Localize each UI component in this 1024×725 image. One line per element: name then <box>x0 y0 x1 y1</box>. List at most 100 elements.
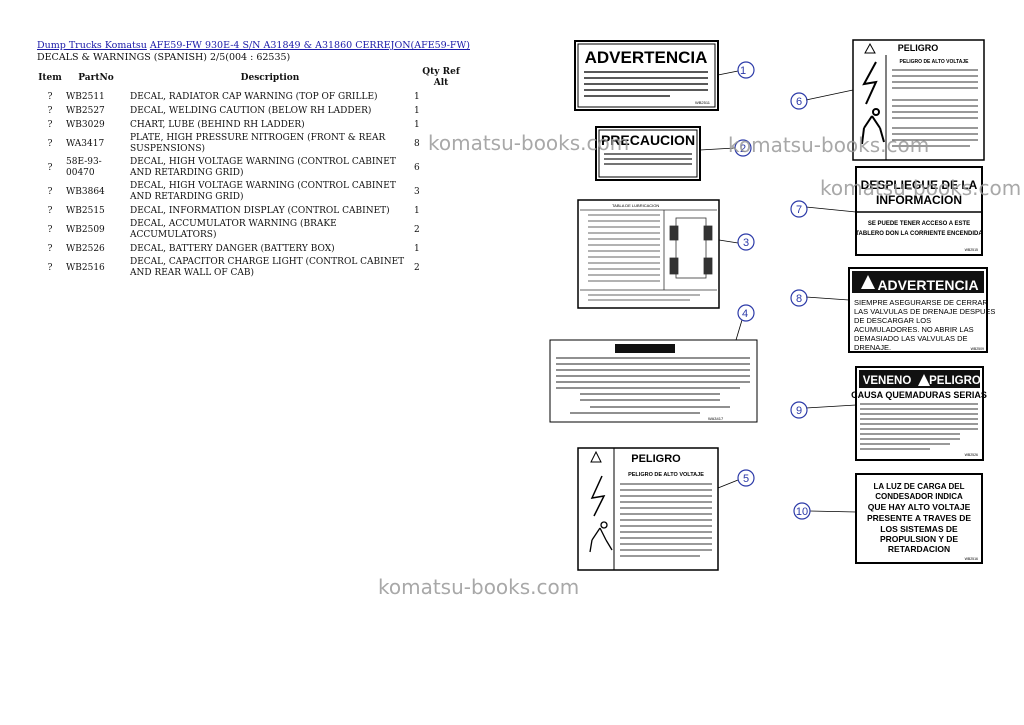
decal4-code: WA3417 <box>708 416 724 421</box>
parts-table: Item PartNo Description Qty Ref Alt ?WB2… <box>36 66 470 280</box>
row-qty: 1 <box>414 243 420 254</box>
decal-radiator-warning <box>574 40 719 111</box>
row-description: DECAL, HIGH VOLTAGE WARNING (CONTROL CAB… <box>130 181 396 202</box>
callout-6 <box>790 92 808 110</box>
decal10-line2: CONDESADOR INDICA <box>875 492 963 501</box>
callout-10-label: 10 <box>796 506 808 518</box>
breadcrumb-link-category[interactable]: Dump Trucks Komatsu <box>37 40 147 51</box>
decal8-code: WB2509 <box>971 347 984 351</box>
decal-lube-chart <box>577 199 720 309</box>
decal8-body1: SIEMPRE ASEGURARSE DE CERRAR <box>854 298 988 307</box>
callout-5-label: 5 <box>743 473 749 485</box>
decal4-header-bar <box>615 344 675 353</box>
page-subtitle: DECALS & WARNINGS (SPANISH) 2/5(004 : 62… <box>37 52 291 63</box>
row-description: DECAL, WELDING CAUTION (BELOW RH LADDER) <box>130 105 372 116</box>
table-row: ? WB2509 DECAL, ACCUMULATOR WARNING (BRAKE… <box>36 218 470 242</box>
decal-battery-danger <box>855 366 984 461</box>
decal7-body1: SE PUEDE TENER ACCESO A ESTE <box>868 221 970 227</box>
table-row: ? WB2516 DECAL, CAPACITOR CHARGE LIGHT (CO… <box>36 256 470 280</box>
decal10-line1: LA LUZ DE CARGA DEL <box>874 482 965 491</box>
decal7-body2: TABLERO DON LA CORRIENTE ENCENDIDA <box>855 231 983 237</box>
row-qty: 1 <box>414 119 420 130</box>
row-partno: WB2516 <box>66 262 105 273</box>
callout-2 <box>734 139 752 157</box>
table-row: ? WB3029 CHART, LUBE (BEHIND RH LADDER) 1 <box>36 118 470 132</box>
decal6-subtitle: PELIGRO DE ALTO VOLTAJE <box>900 59 970 65</box>
row-qty: 3 <box>414 186 420 197</box>
row-qty: 1 <box>414 105 420 116</box>
row-partno: WB2511 <box>66 91 105 102</box>
row-partno: WB2515 <box>66 205 105 216</box>
row-partno: WB3864 <box>66 186 105 197</box>
table-header-row: Item PartNo Description Qty Ref Alt <box>36 66 470 90</box>
decal-high-voltage-1 <box>577 447 719 571</box>
decal6-person-icon <box>861 108 885 145</box>
decal5-subtitle: PELIGRO DE ALTO VOLTAJE <box>628 472 704 478</box>
decal2-title: PRECAUCION <box>601 132 695 148</box>
decal10-line3: QUE HAY ALTO VOLTAJE <box>868 502 971 512</box>
row-item: ? <box>47 138 53 149</box>
row-partno: WB2509 <box>66 224 105 235</box>
row-description: CHART, LUBE (BEHIND RH LADDER) <box>130 119 305 130</box>
table-row: ? WB3864 DECAL, HIGH VOLTAGE WARNING (CONT… <box>36 180 470 204</box>
row-partno: WA3417 <box>66 138 105 149</box>
row-description: DECAL, HIGH VOLTAGE WARNING (CONTROL CAB… <box>130 157 396 178</box>
decal5-warning-icon <box>590 450 602 463</box>
table-row: ? WB2526 DECAL, BATTERY DANGER (BATTERY BO… <box>36 242 470 256</box>
row-item: ? <box>47 262 53 273</box>
row-description: DECAL, CAPACITOR CHARGE LIGHT (CONTROL C… <box>130 257 405 278</box>
row-partno: WB3029 <box>66 119 105 130</box>
table-row: ? WB2527 DECAL, WELDING CAUTION (BELOW RH … <box>36 104 470 118</box>
watermark: komatsu-books.com <box>728 133 930 157</box>
decal10-code: WB2516 <box>965 557 978 561</box>
decal-welding-caution <box>595 126 701 181</box>
row-qty: 1 <box>414 91 420 102</box>
row-qty: 2 <box>414 262 420 273</box>
row-item: ? <box>47 105 53 116</box>
callout-7 <box>790 200 808 218</box>
decal7-line2: INFORMACION <box>876 193 962 207</box>
row-description: PLATE, HIGH PRESSURE NITROGEN (FRONT & R… <box>130 133 386 154</box>
breadcrumb-link-model[interactable]: AFE59-FW 930E-4 S/N A31849 & A31860 CERR… <box>149 40 470 51</box>
row-partno: WB2527 <box>66 105 105 116</box>
header-qty-ref-alt: Qty Ref Alt <box>422 67 460 88</box>
row-item: ? <box>47 186 53 197</box>
decal8-body4: ACUMULADORES. NO ABRIR LAS <box>854 325 974 334</box>
watermark: komatsu-books.com <box>820 176 1022 200</box>
decal6-warning-icon <box>864 42 876 54</box>
decal9-warning-icon <box>918 374 930 386</box>
row-description: DECAL, BATTERY DANGER (BATTERY BOX) <box>130 243 335 254</box>
watermark: komatsu-books.com <box>378 575 580 599</box>
table-row: ? WA3417 PLATE, HIGH PRESSURE NITROGEN (FR… <box>36 132 470 156</box>
decal1-title: ADVERTENCIA <box>585 48 708 67</box>
watermark: komatsu-books.com <box>428 131 630 155</box>
row-qty: 6 <box>414 162 420 173</box>
decal7-line1: DESPLIEGUE DE LA <box>861 178 978 192</box>
decal5-title: PELIGRO <box>631 453 681 465</box>
callout-1-label: 1 <box>740 65 746 77</box>
decal9-right: PELIGRO <box>929 375 981 387</box>
row-partno: WB2526 <box>66 243 105 254</box>
row-partno: 58E-93-00470 <box>66 157 102 178</box>
callout-2-label: 2 <box>740 143 746 155</box>
callout-9-label: 9 <box>796 405 802 417</box>
decal8-header-bar <box>852 271 984 293</box>
row-item: ? <box>47 224 53 235</box>
row-qty: 2 <box>414 224 420 235</box>
decal8-body6: DRENAJE. <box>854 343 891 352</box>
decal5-lightning-icon <box>590 475 606 517</box>
row-description: DECAL, ACCUMULATOR WARNING (BRAKE ACCUMU… <box>130 219 337 240</box>
decal-accumulator-warning <box>848 267 988 353</box>
decal5-person-icon <box>589 521 613 553</box>
callout-8-label: 8 <box>796 293 802 305</box>
decal6-title: PELIGRO <box>898 43 939 53</box>
row-item: ? <box>47 243 53 254</box>
callout-4-label: 4 <box>742 308 748 320</box>
row-item: ? <box>47 119 53 130</box>
row-item: ? <box>47 205 53 216</box>
header-partno: PartNo <box>78 72 114 83</box>
row-item: ? <box>47 162 53 173</box>
row-description: DECAL, RADIATOR CAP WARNING (TOP OF GRIL… <box>130 91 378 102</box>
decal9-code: WB2526 <box>965 453 978 457</box>
